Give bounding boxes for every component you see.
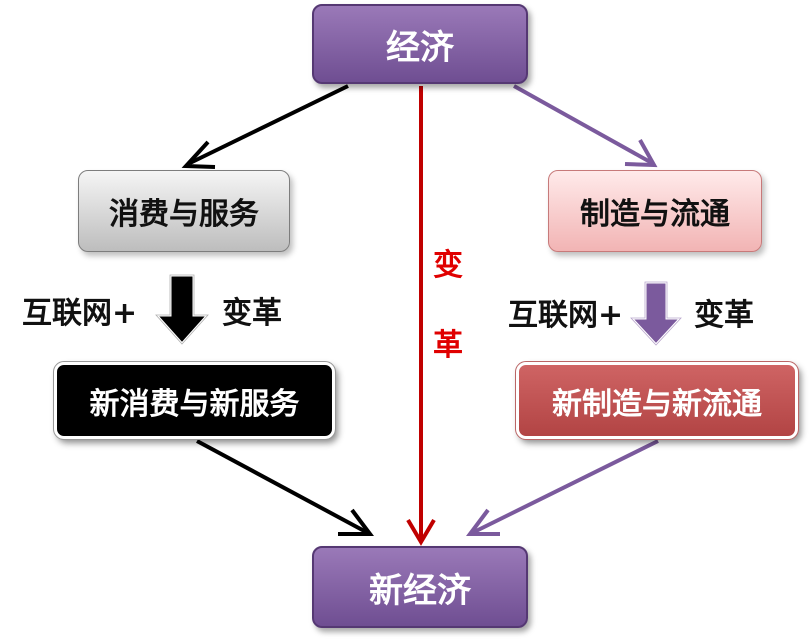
block-arrow-right xyxy=(627,280,685,348)
node-consumption-service: 消费与服务 xyxy=(78,170,290,252)
arrow-newconsumption-to-neweconomy xyxy=(196,439,374,536)
label-internet-plus-left: 互联网+ xyxy=(22,296,138,331)
label-center-char-2: 革 xyxy=(433,328,463,363)
arrow-top-to-consumption xyxy=(181,84,349,169)
arrow-top-to-manufacturing xyxy=(513,84,658,168)
node-economy: 经济 xyxy=(312,4,528,84)
node-new-economy: 新经济 xyxy=(312,546,528,628)
node-manufacturing-circulation: 制造与流通 xyxy=(548,170,762,252)
label-transform-left: 变革 xyxy=(222,296,282,331)
label-center-char-1: 变 xyxy=(433,248,463,283)
node-new-manufacturing-circulation: 新制造与新流通 xyxy=(515,361,799,440)
node-new-consumption-service: 新消费与新服务 xyxy=(53,361,336,440)
label-internet-plus-right: 互联网+ xyxy=(508,298,624,333)
arrow-newmanufacturing-to-neweconomy xyxy=(466,439,659,536)
arrow-center-transformation xyxy=(406,86,436,546)
label-transform-right: 变革 xyxy=(694,298,754,333)
block-arrow-left xyxy=(152,273,212,347)
